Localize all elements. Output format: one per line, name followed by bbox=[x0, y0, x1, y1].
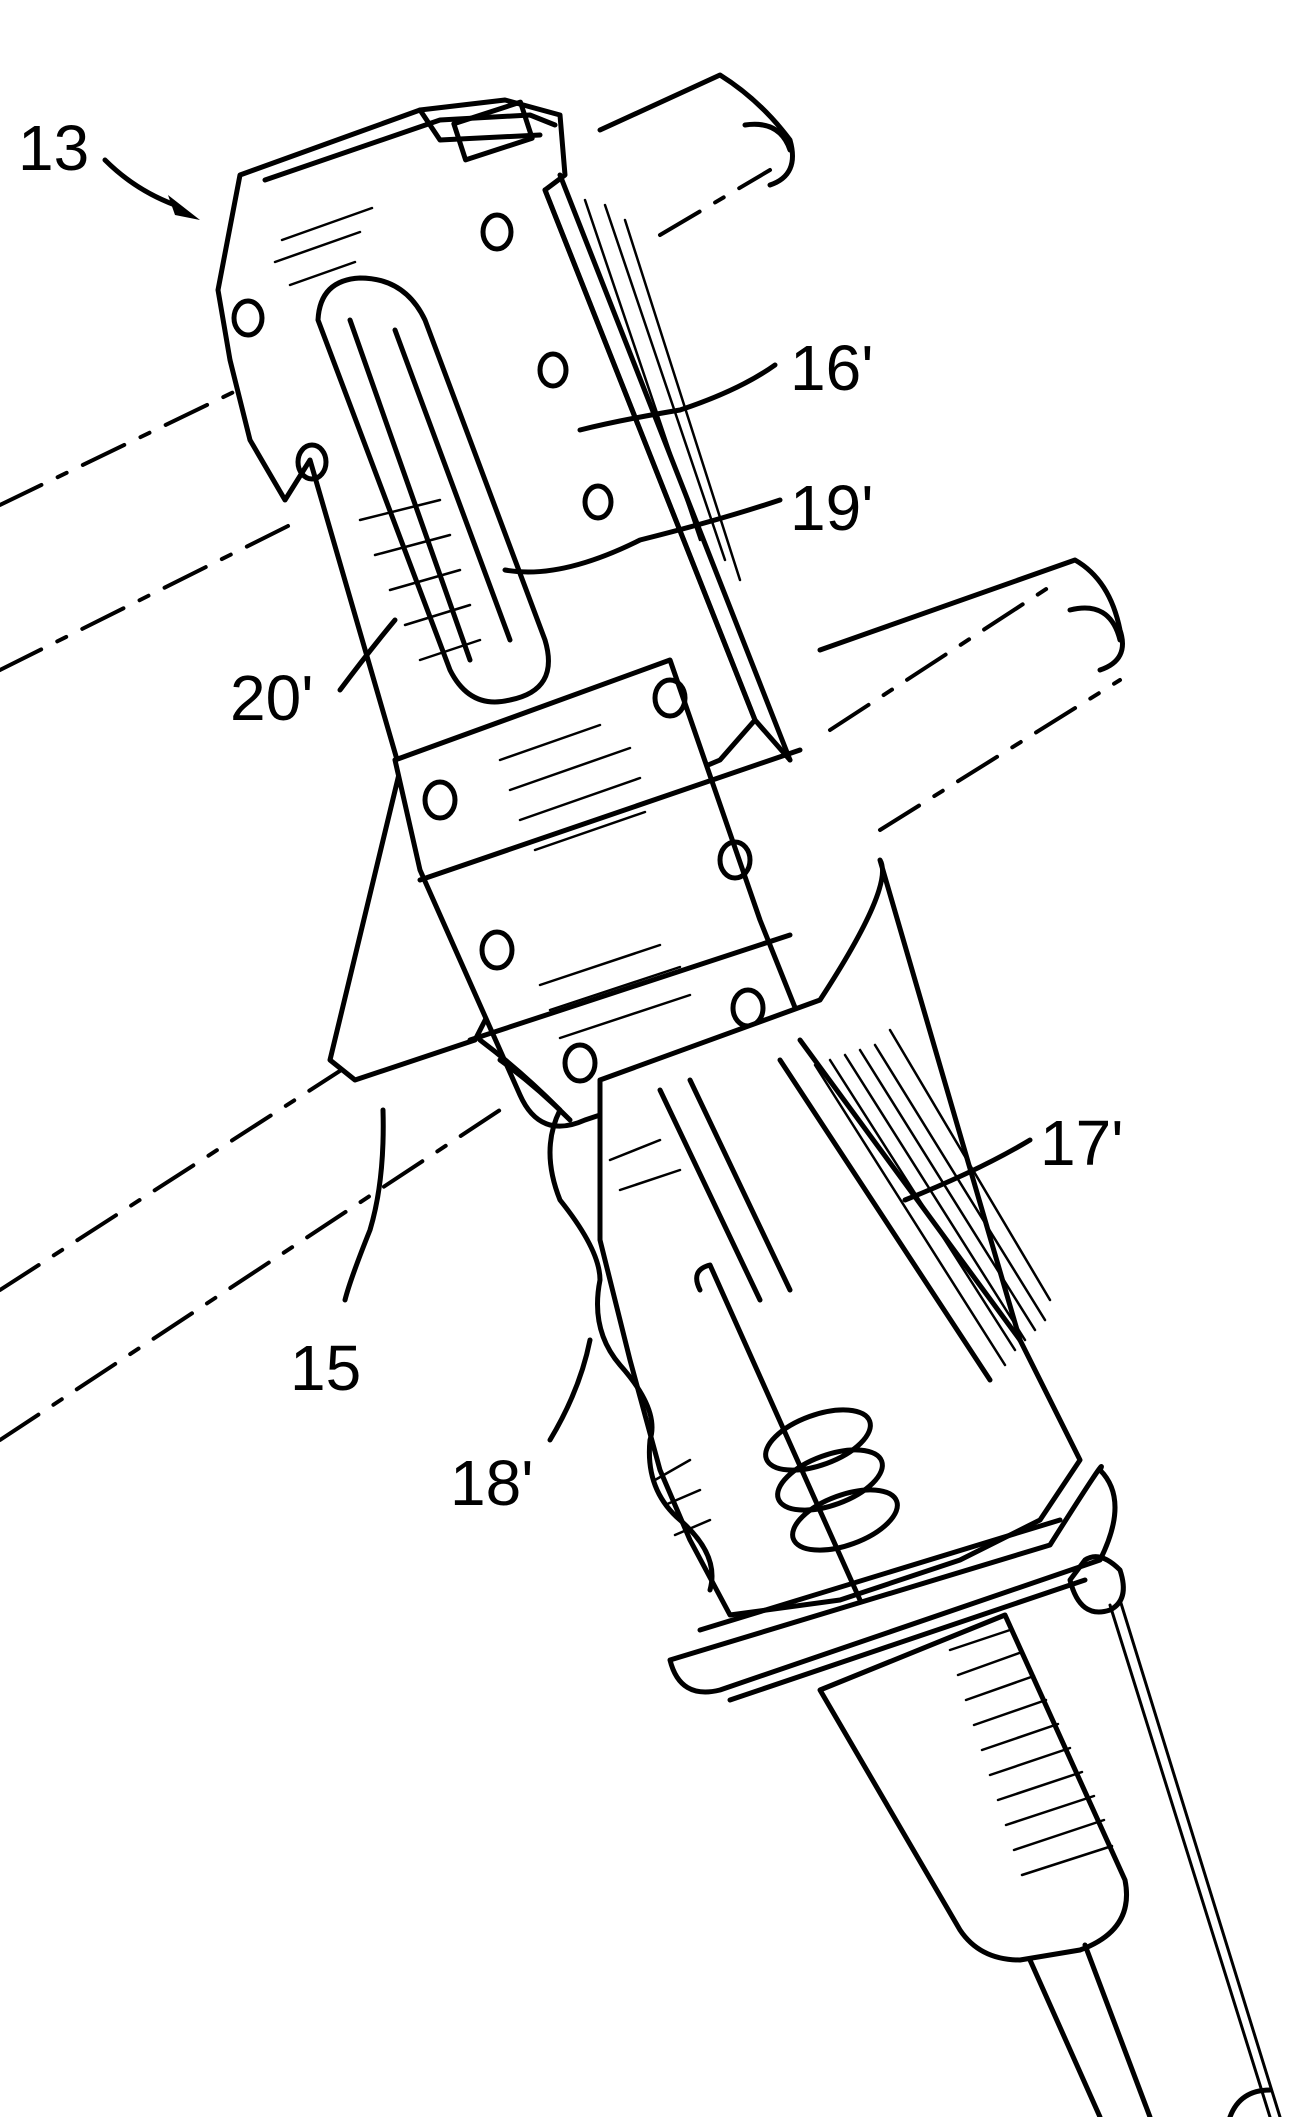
tool-head bbox=[215, 97, 813, 1129]
ref-label-20p: 20' bbox=[230, 662, 313, 734]
ref-label-18p: 18' bbox=[450, 1447, 533, 1519]
handle-body bbox=[477, 857, 1083, 1618]
ref-label-17p: 17' bbox=[1040, 1107, 1123, 1179]
lower-shaft bbox=[817, 1554, 1282, 2117]
bolt-holes bbox=[231, 212, 766, 1084]
ref-label-13: 13 bbox=[18, 112, 89, 184]
ref-label-19p: 19' bbox=[790, 472, 873, 544]
ref-label-16p: 16' bbox=[790, 332, 873, 404]
rod-middle bbox=[817, 557, 1125, 673]
collar-guard bbox=[667, 1464, 1118, 1703]
rod-upper bbox=[597, 72, 795, 188]
reference-labels: 13 16' 19' 20' 17' 15 18' bbox=[18, 112, 1123, 1519]
ref-label-15: 15 bbox=[290, 1332, 361, 1404]
head-shading bbox=[273, 198, 742, 1137]
leader-lines bbox=[102, 157, 1033, 1443]
